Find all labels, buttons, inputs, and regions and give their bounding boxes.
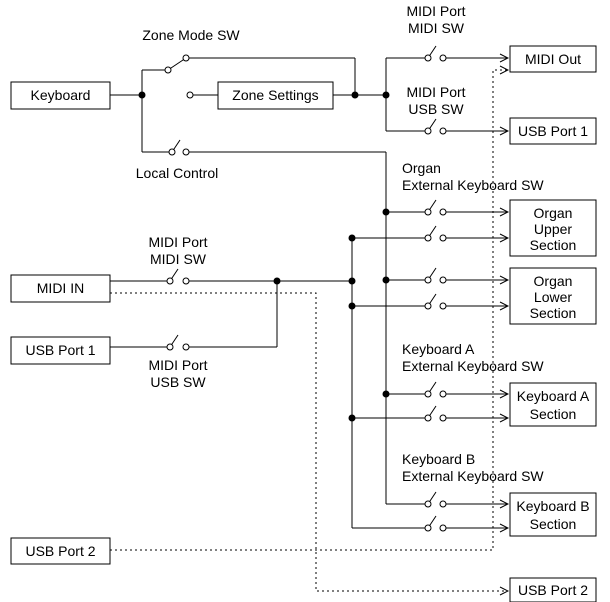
keyboard-b-block: Keyboard B Section	[509, 492, 597, 537]
midi-in-label: MIDI IN	[37, 280, 84, 296]
midi-port-midi-sw-in-line2: MIDI SW	[150, 251, 207, 267]
organ-upper-line3: Section	[530, 237, 577, 253]
midi-out-block: MIDI Out	[509, 45, 597, 73]
organ-lower-switch-1	[424, 267, 447, 284]
keyboard-b-line1: Keyboard B	[516, 498, 589, 514]
midi-port-midi-switch-in	[166, 268, 190, 285]
output-arrows	[443, 53, 510, 533]
organ-lower-line3: Section	[530, 305, 577, 321]
usb-port2-in-label: USB Port 2	[25, 543, 95, 559]
midi-port-usb-sw-top-line2: USB SW	[408, 101, 464, 117]
midi-port-midi-sw-top-line1: MIDI Port	[406, 3, 465, 19]
zone-mode-switch	[164, 54, 194, 99]
usb-port1-in-label: USB Port 1	[25, 342, 95, 358]
keyboard-a-switch-1	[424, 381, 447, 398]
midi-port-usb-sw-in-line2: USB SW	[150, 374, 206, 390]
signal-wires	[110, 57, 425, 529]
midi-port-midi-sw-top-line2: MIDI SW	[408, 20, 465, 36]
keyboard-b-switch-2	[424, 515, 447, 532]
usb-port1-out-label: USB Port 1	[518, 123, 588, 139]
midi-out-label: MIDI Out	[525, 51, 581, 67]
zone-settings-block: Zone Settings	[217, 81, 334, 110]
midi-in-block: MIDI IN	[10, 274, 111, 303]
keyboard-block: Keyboard	[10, 81, 111, 110]
usb-port2-out-label: USB Port 2	[518, 582, 588, 598]
organ-lower-line1: Organ	[534, 273, 573, 289]
midi-port-usb-switch-top	[424, 118, 447, 135]
zone-mode-sw-label: Zone Mode SW	[142, 27, 240, 43]
organ-upper-switch-2	[424, 225, 447, 242]
keyboard-a-line2: Section	[530, 406, 577, 422]
junction-dots	[138, 91, 390, 422]
keyboard-label: Keyboard	[31, 87, 91, 103]
dotted-wires	[110, 65, 510, 596]
usb-port2-in-block: USB Port 2	[10, 537, 111, 565]
kbd-a-ext-sw-line1: Keyboard A	[402, 341, 475, 357]
midi-port-usb-switch-in	[166, 334, 190, 351]
keyboard-a-switch-2	[424, 405, 447, 422]
switch-labels: Zone Mode SW Local Control MIDI Port MID…	[136, 3, 545, 484]
organ-lower-switch-2	[424, 293, 447, 310]
organ-ext-sw-line2: External Keyboard SW	[402, 177, 544, 193]
local-control-switch	[168, 139, 190, 156]
kbd-a-ext-sw-line2: External Keyboard SW	[402, 358, 544, 374]
kbd-b-ext-sw-line1: Keyboard B	[402, 451, 475, 467]
midi-port-midi-sw-in-line1: MIDI Port	[148, 234, 207, 250]
usb-port2-out-block: USB Port 2	[509, 577, 597, 602]
midi-port-midi-switch-top	[424, 45, 447, 62]
usb-port1-out-block: USB Port 1	[509, 117, 597, 145]
keyboard-a-line1: Keyboard A	[517, 388, 590, 404]
organ-upper-block: Organ Upper Section	[509, 199, 597, 257]
organ-ext-sw-line1: Organ	[402, 160, 441, 176]
kbd-b-ext-sw-line2: External Keyboard SW	[402, 468, 544, 484]
midi-port-usb-sw-in-line1: MIDI Port	[148, 357, 207, 373]
usb-port1-in-block: USB Port 1	[10, 336, 111, 365]
keyboard-b-switch-1	[424, 491, 447, 508]
organ-upper-switch-1	[424, 199, 447, 216]
organ-upper-line2: Upper	[534, 221, 572, 237]
midi-port-usb-sw-top-line1: MIDI Port	[406, 84, 465, 100]
keyboard-b-line2: Section	[530, 516, 577, 532]
local-control-label: Local Control	[136, 165, 219, 181]
organ-lower-block: Organ Lower Section	[509, 267, 597, 325]
zone-settings-label: Zone Settings	[232, 87, 318, 103]
organ-lower-line2: Lower	[534, 289, 572, 305]
organ-upper-line1: Organ	[534, 205, 573, 221]
keyboard-a-block: Keyboard A Section	[509, 382, 597, 427]
